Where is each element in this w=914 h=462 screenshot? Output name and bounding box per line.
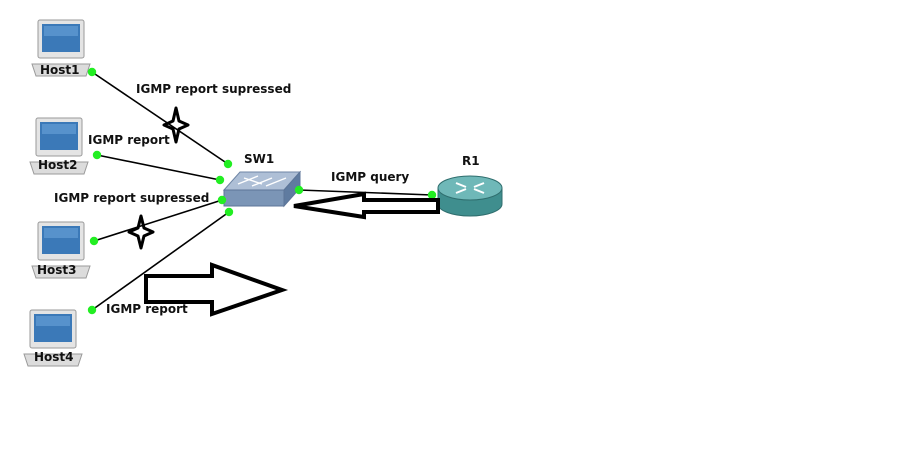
link-host3-sw1: [93, 199, 223, 242]
r1-link-annotation: IGMP query: [331, 170, 410, 184]
port-dot: [427, 190, 437, 200]
port-dots: [87, 67, 437, 315]
port-dot: [294, 185, 304, 195]
port-dot: [87, 67, 97, 77]
sw1-label: SW1: [244, 152, 275, 166]
host2-link-annotation: IGMP report: [88, 133, 170, 147]
link-host2-sw1: [96, 154, 221, 181]
suppressed-star-icon-host3: [127, 214, 155, 250]
host1-link-annotation: IGMP report supressed: [136, 82, 292, 96]
port-dot: [92, 150, 102, 160]
host3-pc-icon[interactable]: [31, 221, 91, 279]
port-dot: [89, 236, 99, 246]
host1-pc-icon[interactable]: [31, 19, 91, 77]
report-arrow-icon: [144, 262, 289, 317]
host4-link-annotation: IGMP report: [106, 302, 188, 316]
port-dot: [217, 195, 227, 205]
port-dot: [223, 159, 233, 169]
host4-pc-icon[interactable]: [23, 309, 83, 367]
r1-label: R1: [462, 154, 480, 168]
link-host1-sw1: [91, 71, 229, 165]
host2-pc-icon[interactable]: [29, 117, 89, 175]
sw1-switch-icon[interactable]: [222, 170, 302, 208]
query-arrow-icon: [293, 191, 440, 220]
host4-label: Host4: [34, 350, 74, 364]
port-dot: [87, 305, 97, 315]
suppressed-star-icon-host1: [162, 106, 190, 144]
port-dot: [224, 207, 234, 217]
link-host4-sw1: [91, 211, 230, 311]
host3-label: Host3: [37, 263, 77, 277]
host3-link-annotation: IGMP report supressed: [54, 191, 210, 205]
host2-label: Host2: [38, 158, 78, 172]
host1-label: Host1: [40, 63, 80, 77]
port-dot: [215, 175, 225, 185]
r1-router-icon[interactable]: [437, 175, 503, 217]
